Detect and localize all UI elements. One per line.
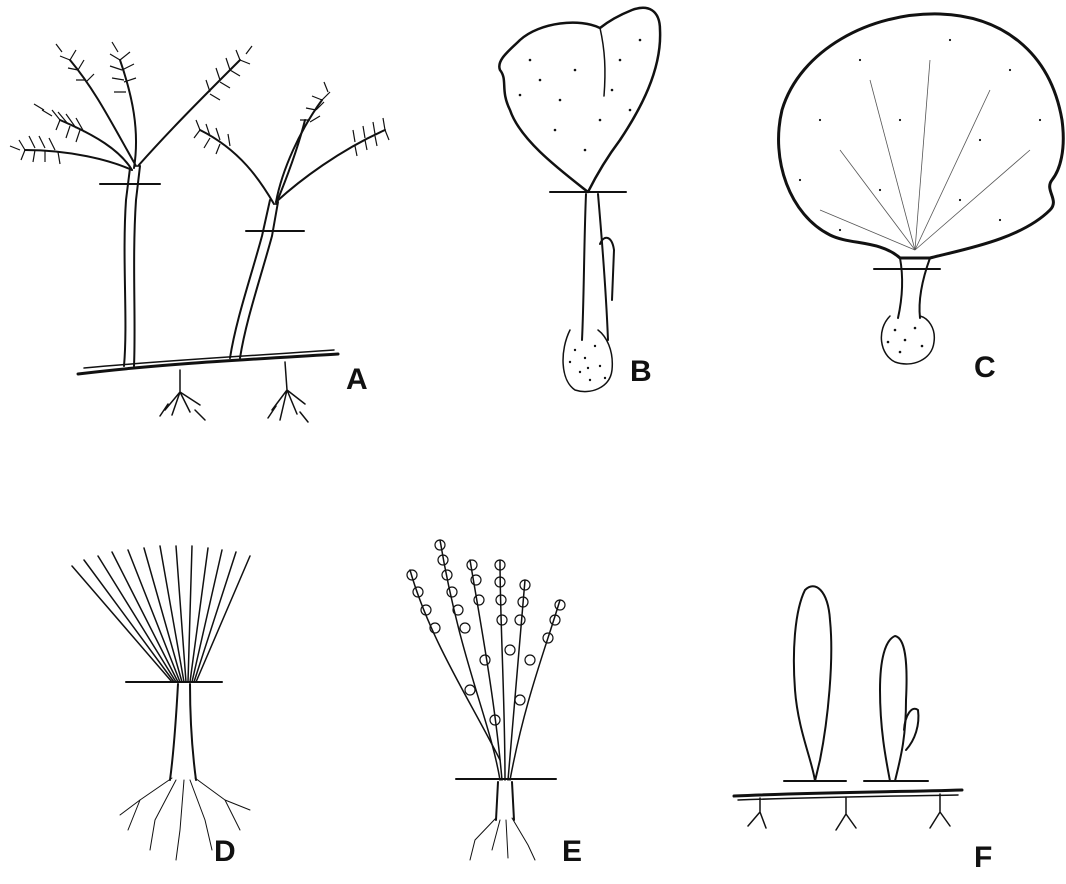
panel-label-f: F — [974, 841, 992, 874]
panel-a-illustration — [10, 42, 389, 422]
panel-label-e: E — [562, 835, 582, 868]
panel-label-d: D — [214, 835, 236, 868]
panel-b-illustration — [499, 8, 660, 392]
panel-d-illustration — [72, 546, 250, 860]
panel-label-b: B — [630, 355, 652, 388]
panel-label-a: A — [346, 363, 368, 396]
panel-label-c: C — [974, 351, 996, 384]
panel-f-illustration — [734, 586, 962, 830]
panel-c-illustration — [779, 14, 1064, 364]
panel-e-illustration — [407, 540, 565, 860]
